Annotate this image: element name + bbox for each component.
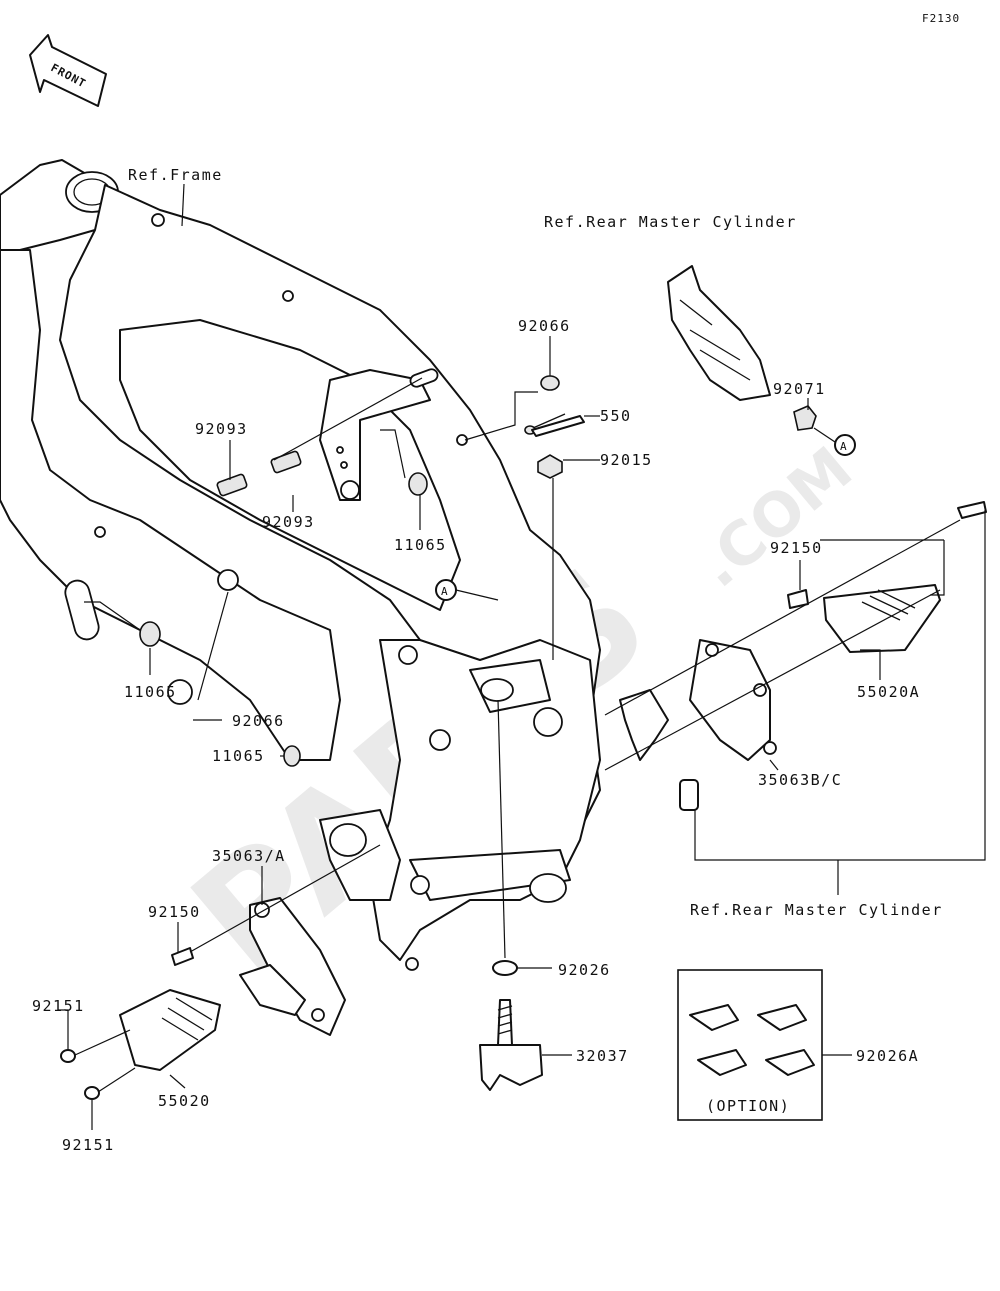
part-label-92026: 92026 bbox=[558, 961, 611, 979]
part-label-11065-upper: 11065 bbox=[394, 536, 447, 554]
part-label-35063A: 35063/A bbox=[212, 847, 286, 865]
part-label-92066-top: 92066 bbox=[518, 317, 571, 335]
front-arrow: FRONT bbox=[29, 34, 107, 107]
part-label-55020A: 55020A bbox=[857, 683, 920, 701]
part-label-35063BC: 35063B/C bbox=[758, 771, 842, 789]
left-footrest-assembly bbox=[60, 844, 381, 1100]
part-label-92071: 92071 bbox=[773, 380, 826, 398]
option-label: (OPTION) bbox=[706, 1097, 790, 1115]
frame-plugs bbox=[139, 375, 566, 767]
leader-lines bbox=[58, 183, 986, 1130]
part-label-92066-lower: 92066 bbox=[232, 712, 285, 730]
a-marker-cylinder bbox=[834, 434, 856, 456]
part-label-550: 550 bbox=[600, 407, 632, 425]
part-labels: Ref.Frame Ref.Rear Master Cylinder Ref.R… bbox=[32, 166, 943, 1154]
part-label-92015: 92015 bbox=[600, 451, 653, 469]
ref-frame-label: Ref.Frame bbox=[128, 166, 223, 184]
right-footrest-assembly bbox=[604, 501, 987, 811]
figure-code: F2130 bbox=[922, 12, 960, 25]
ref-rear-master-cylinder-bottom-label: Ref.Rear Master Cylinder bbox=[690, 901, 943, 919]
part-label-92151-lower: 92151 bbox=[62, 1136, 115, 1154]
part-label-92093-right: 92093 bbox=[262, 513, 315, 531]
part-label-92026A: 92026A bbox=[856, 1047, 919, 1065]
part-550-bolt bbox=[531, 415, 585, 437]
lower-mount bbox=[479, 699, 543, 1091]
option-box: (OPTION) bbox=[677, 969, 823, 1121]
part-label-92150-right: 92150 bbox=[770, 539, 823, 557]
part-label-92150-left: 92150 bbox=[148, 903, 201, 921]
svg-text:.COM: .COM bbox=[685, 434, 866, 602]
a-marker-frame-label: A bbox=[441, 585, 449, 598]
frame: A bbox=[0, 159, 601, 971]
part-label-92151-upper: 92151 bbox=[32, 997, 85, 1015]
part-label-92093-left: 92093 bbox=[195, 420, 248, 438]
rear-master-cylinder-top: A bbox=[667, 265, 856, 456]
part-label-11065-lower: 11065 bbox=[212, 747, 265, 765]
a-marker-cylinder-label: A bbox=[840, 440, 848, 453]
part-label-11065-left: 11065 bbox=[124, 683, 177, 701]
part-label-55020: 55020 bbox=[158, 1092, 211, 1110]
ref-rear-master-cylinder-top-label: Ref.Rear Master Cylinder bbox=[544, 213, 797, 231]
part-label-32037: 32037 bbox=[576, 1047, 629, 1065]
